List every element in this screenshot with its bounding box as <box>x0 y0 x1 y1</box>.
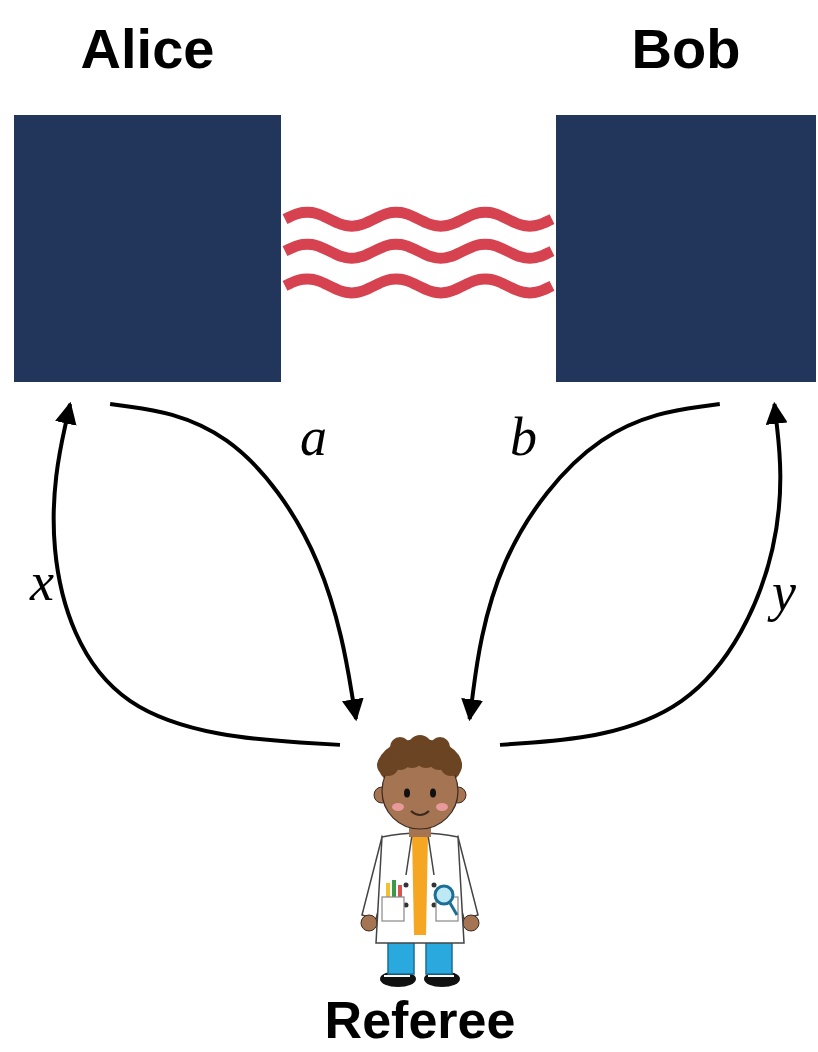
party-box: Alice <box>14 115 281 382</box>
hand <box>361 915 377 931</box>
message-arrow <box>500 404 780 745</box>
cheek <box>392 803 404 811</box>
pen <box>392 880 396 899</box>
hand <box>463 915 479 931</box>
edge-label: x <box>30 555 54 609</box>
lab-coat <box>376 833 464 943</box>
hair-curls-part <box>408 735 432 759</box>
hair-curls-part <box>390 737 410 757</box>
message-arrow <box>110 404 356 719</box>
referee-figure <box>361 735 479 987</box>
edge-label: a <box>300 410 327 464</box>
coat-pocket <box>382 897 404 921</box>
coat-button <box>432 883 437 888</box>
node-heading: Referee <box>325 994 516 1046</box>
node-heading: Bob <box>632 21 741 77</box>
entanglement-wave <box>285 244 552 258</box>
shirt <box>412 835 428 935</box>
hair-curls-part <box>430 737 450 757</box>
eye <box>430 789 436 798</box>
shoe-stripe <box>384 975 454 977</box>
edge-label: y <box>772 565 796 619</box>
cheek <box>436 803 448 811</box>
entanglement-wave <box>285 212 552 226</box>
hair-curls-part <box>440 754 462 776</box>
coat-lapel <box>406 835 434 875</box>
party-box: Bob <box>556 115 816 382</box>
edge-label: b <box>510 410 537 464</box>
hair-curls <box>377 735 462 776</box>
node-heading: Alice <box>81 21 215 77</box>
magnifier-handle <box>450 903 457 915</box>
smile <box>411 811 429 815</box>
message-arrow <box>54 404 340 745</box>
entanglement-wave <box>285 279 552 293</box>
coat-button <box>404 883 409 888</box>
magnifier-glass <box>435 886 453 904</box>
message-arrow <box>470 404 720 719</box>
referee-node: Referee <box>340 725 500 990</box>
eye <box>404 789 410 798</box>
